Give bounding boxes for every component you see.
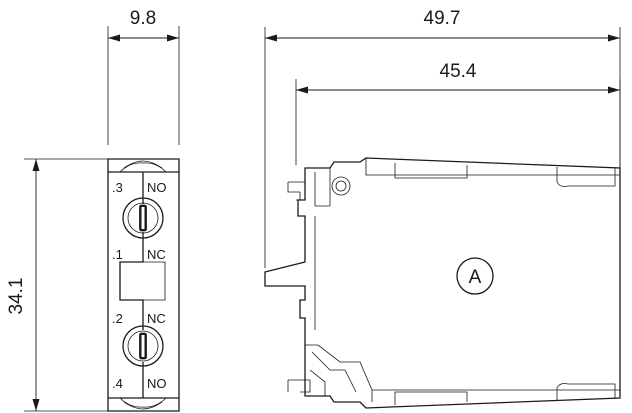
side-overall-length-dimension: 49.7 — [264, 8, 621, 268]
terminal-number-4: .4 — [112, 376, 123, 391]
terminal-contact-nc-lower: NC — [147, 311, 166, 326]
lower-terminal-screw-icon — [122, 325, 164, 367]
front-width-dimension: 9.8 — [107, 8, 180, 145]
front-height-label: 34.1 — [6, 278, 27, 315]
terminal-number-1: .1 — [112, 247, 123, 262]
terminal-contact-no-bottom: NO — [147, 376, 167, 391]
terminal-contact-no-top: NO — [147, 180, 167, 195]
side-overall-length-label: 49.7 — [424, 8, 461, 29]
front-height-dimension: 34.1 — [6, 158, 112, 412]
front-width-label: 9.8 — [130, 8, 156, 29]
callout-a-label: A — [469, 267, 482, 288]
terminal-contact-nc-upper: NC — [147, 247, 166, 262]
callout-a: A — [456, 257, 494, 295]
side-body-length-label: 45.4 — [440, 61, 477, 82]
front-view: .3 NO .1 NC .2 NC .4 NO — [107, 158, 180, 412]
terminal-number-3: .3 — [112, 180, 123, 195]
terminal-number-2: .2 — [112, 311, 123, 326]
upper-terminal-screw-icon — [122, 197, 164, 239]
side-body-length-dimension: 45.4 — [295, 61, 621, 168]
side-view: A — [264, 157, 621, 409]
